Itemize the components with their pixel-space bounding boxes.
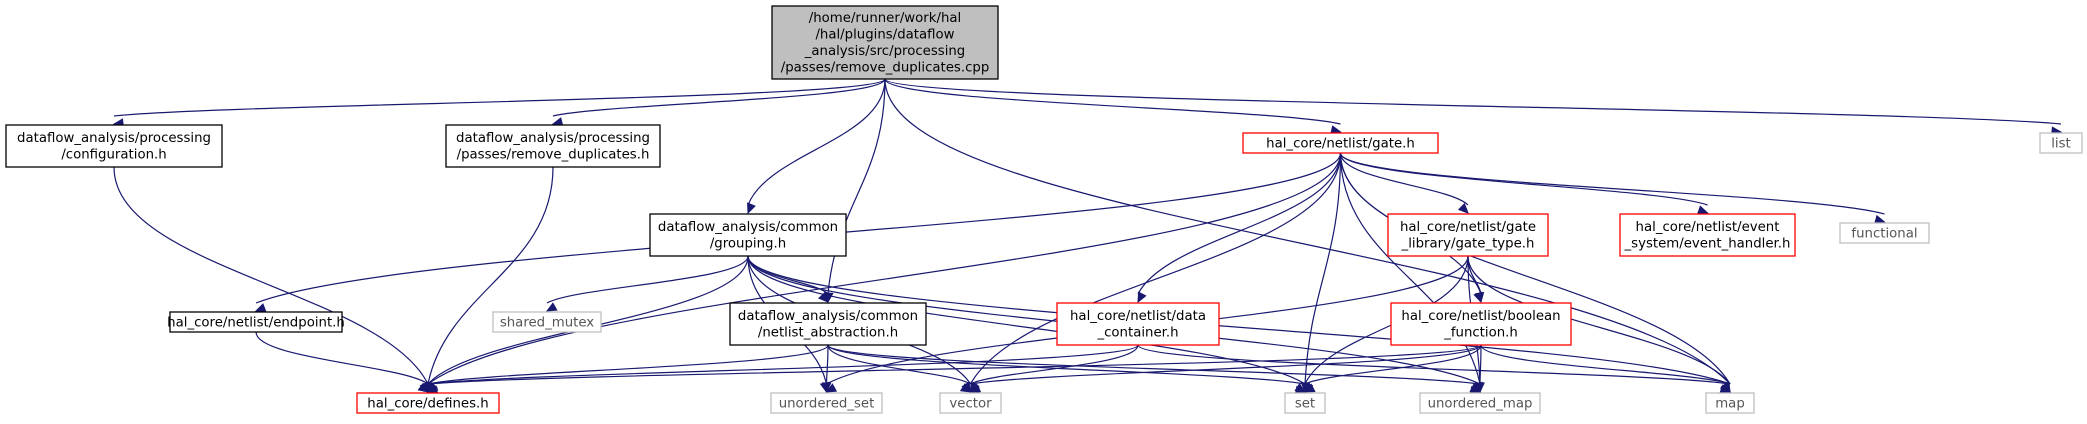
node-defines[interactable]: hal_core/defines.h [356,392,500,414]
node-unordered-set[interactable]: unordered_set [770,392,883,414]
node-box [5,124,223,168]
node-list[interactable]: list [2039,132,2083,154]
node-box [771,5,999,80]
node-label-line: functional [1851,226,1917,241]
edge-grouping-to-netlist_abstraction [747,255,829,303]
edge-configuration-to-defines [113,166,429,394]
node-box [356,392,500,414]
node-box [939,392,1002,414]
node-box [169,311,343,333]
edge-netlist_abstraction-to-unordered_set [821,344,832,394]
edge-boolean_function-to-unordered_map [1475,344,1485,394]
node-grouping[interactable]: dataflow_analysis/common/grouping.h [649,213,847,257]
edge-root-to-map [884,78,1731,393]
edge-root-to-grouping [747,78,886,215]
node-label-line: _system/event_handler.h [1624,237,1791,252]
node-label-line: /home/runner/work/hal [809,11,961,26]
node-configuration[interactable]: dataflow_analysis/processing/configurati… [5,124,223,168]
node-vector[interactable]: vector [939,392,1002,414]
node-box [1242,132,1439,154]
node-label-line: hal_core/netlist/endpoint.h [167,315,345,330]
node-label-line: _function.h [1443,326,1518,341]
node-box [1056,302,1220,346]
node-netlist-abstraction[interactable]: dataflow_analysis/common/netlist_abstrac… [729,302,927,346]
node-label-line: hal_core/netlist/data [1070,309,1206,324]
node-layer: /home/runner/work/hal/hal/plugins/datafl… [5,5,2083,414]
node-box [649,213,847,257]
node-label-line: unordered_map [1428,396,1533,411]
node-label-line: _analysis/src/processing [804,44,966,59]
node-label-line: hal_core/netlist/boolean [1401,309,1560,324]
node-box [1619,213,1796,257]
edge-root-to-list [884,78,2063,136]
edge-remove_dup_h-to-defines [425,166,554,394]
node-label-line: dataflow_analysis/common [738,309,918,324]
node-label-line: /passes/remove_duplicates.cpp [781,61,990,76]
edge-grouping-to-shared_mutex [545,255,749,312]
node-label-line: dataflow_analysis/processing [456,131,650,146]
node-label-line: unordered_set [779,396,875,411]
node-box [492,311,602,333]
edge-netlist_abstraction-to-vector [827,344,972,393]
edge-gate-to-vector [969,152,1342,394]
edge-data_container-to-defines [426,344,1139,396]
node-box [1387,213,1549,257]
node-label-line: shared_mutex [500,315,594,330]
node-box [770,392,883,414]
node-boolean-function[interactable]: hal_core/netlist/boolean _function.h [1390,302,1572,346]
node-data-container[interactable]: hal_core/netlist/data _container.h [1056,302,1220,346]
node-root[interactable]: /home/runner/work/hal/hal/plugins/datafl… [771,5,999,80]
edge-boolean_function-to-map [1480,344,1732,394]
node-label-line: dataflow_analysis/processing [17,131,211,146]
node-label-line: /passes/remove_duplicates.h [457,148,650,163]
node-box [1390,302,1572,346]
node-event-handler[interactable]: hal_core/netlist/event _system/event_hand… [1619,213,1796,257]
edge-root-to-configuration [112,78,886,128]
edge-gate-to-data_container [1137,152,1342,304]
node-gate-type[interactable]: hal_core/netlist/gate _library/gate_type.… [1387,213,1549,257]
edge-gate-to-event_handler [1339,152,1709,215]
node-label-line: /netlist_abstraction.h [758,326,898,341]
node-box [1419,392,1541,414]
node-label-line: set [1295,396,1315,411]
node-label-line: /grouping.h [710,237,786,252]
edge-gate-to-map [1339,152,1731,394]
node-box [1705,392,1755,414]
node-label-line: dataflow_analysis/common [658,220,838,235]
node-set[interactable]: set [1284,392,1326,414]
edge-gate-to-endpoint [254,152,1342,313]
node-endpoint[interactable]: hal_core/netlist/endpoint.h [167,311,345,333]
node-box [445,124,661,168]
node-label-line: hal_core/defines.h [367,396,488,411]
node-label-line: hal_core/netlist/event [1636,220,1780,235]
node-label-line: hal_core/netlist/gate.h [1266,136,1415,151]
node-box [1284,392,1326,414]
edge-gate-to-gate_type [1339,152,1469,214]
edge-gate-to-functional [1339,152,1886,225]
edge-boolean_function-to-set [1303,344,1482,393]
node-box [729,302,927,346]
edge-root-to-netlist_abstraction [824,78,886,304]
node-map[interactable]: map [1705,392,1755,414]
edge-endpoint-to-defines [255,331,429,393]
edge-root-to-gate [884,78,1342,135]
node-label-line: _container.h [1096,326,1178,341]
node-box [2039,132,2083,154]
node-shared-mutex[interactable]: shared_mutex [492,311,602,333]
node-label-line: /configuration.h [61,148,166,163]
node-label-line: vector [949,396,992,411]
edge-root-to-remove_dup_h [551,78,886,127]
node-label-line: list [2051,136,2071,151]
node-label-line: /hal/plugins/dataflow [815,28,954,43]
node-unordered-map[interactable]: unordered_map [1419,392,1541,414]
node-functional[interactable]: functional [1839,222,1930,244]
node-label-line: map [1715,396,1745,411]
node-box [1839,222,1930,244]
node-label-line: hal_core/netlist/gate [1400,220,1536,235]
node-remove-dup-h[interactable]: dataflow_analysis/processing/passes/remo… [445,124,661,168]
node-gate[interactable]: hal_core/netlist/gate.h [1242,132,1439,154]
node-label-line: _library/gate_type.h [1401,237,1535,252]
